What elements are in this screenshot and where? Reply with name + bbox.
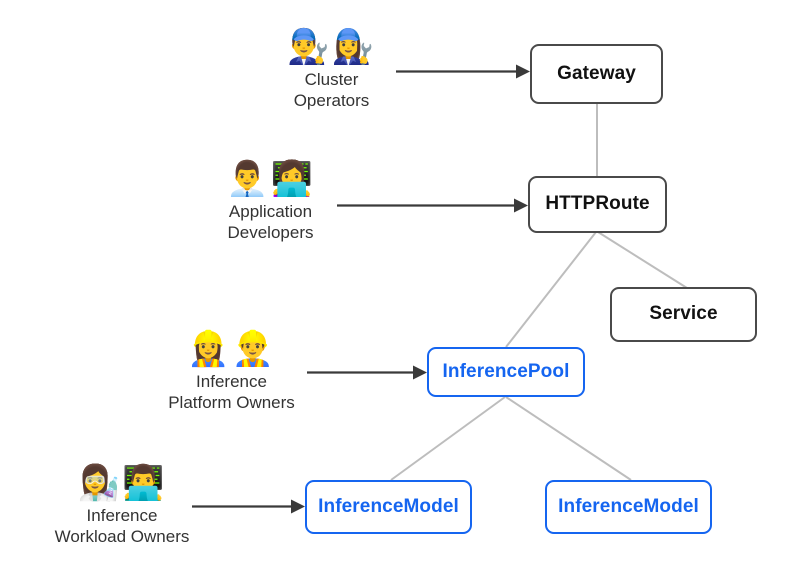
node-inferencepool-label: InferencePool	[442, 360, 570, 382]
node-inferencemodel-right[interactable]: InferenceModel	[545, 480, 712, 534]
node-inferencemodel-left-label: InferenceModel	[318, 495, 459, 517]
node-httproute-label: HTTPRoute	[545, 193, 650, 215]
persona-inference-platform-owners: 👷‍♀️👷‍♂️ Inference Platform Owners	[159, 329, 304, 413]
arrow-inference-platform-owners-to-inferencepool	[307, 365, 427, 380]
arrow-cluster-operators-to-gateway	[396, 64, 530, 79]
application-developers-label: Application Developers	[227, 201, 314, 242]
connector-httproute-inferencepool	[505, 231, 597, 348]
cluster-operators-label: Cluster Operators	[293, 69, 370, 110]
inference-platform-owners-label: Inference Platform Owners	[168, 371, 295, 412]
connector-httproute-service	[597, 231, 688, 289]
node-inferencemodel-left[interactable]: InferenceModel	[305, 480, 472, 534]
persona-application-developers: 👨‍💼👩‍💻 Application Developers	[203, 159, 338, 243]
node-inferencemodel-right-label: InferenceModel	[558, 495, 699, 517]
application-developers-avatars: 👨‍💼👩‍💻	[226, 159, 315, 199]
inference-workload-owners-avatars: 👩‍🔬👨‍💻	[77, 463, 167, 503]
persona-cluster-operators: 👨‍🔧👩‍🔧 Cluster Operators	[264, 27, 399, 111]
arrow-application-developers-to-httproute	[337, 198, 528, 213]
persona-inference-workload-owners: 👩‍🔬👨‍💻 Inference Workload Owners	[48, 463, 196, 547]
connector-inferencepool-inferencemodel-right	[505, 396, 632, 481]
node-service[interactable]: Service	[610, 287, 757, 342]
node-gateway[interactable]: Gateway	[530, 44, 663, 104]
arrow-inference-workload-owners-to-inferencemodel	[192, 499, 305, 514]
node-gateway-label: Gateway	[557, 62, 636, 84]
node-httproute[interactable]: HTTPRoute	[528, 176, 667, 233]
cluster-operators-avatars: 👨‍🔧👩‍🔧	[287, 27, 376, 67]
connector-inferencepool-inferencemodel-left	[390, 396, 506, 481]
inference-workload-owners-label: Inference Workload Owners	[54, 505, 190, 546]
inference-platform-owners-avatars: 👷‍♀️👷‍♂️	[187, 329, 276, 369]
node-inferencepool[interactable]: InferencePool	[427, 347, 585, 397]
node-service-label: Service	[649, 303, 718, 325]
